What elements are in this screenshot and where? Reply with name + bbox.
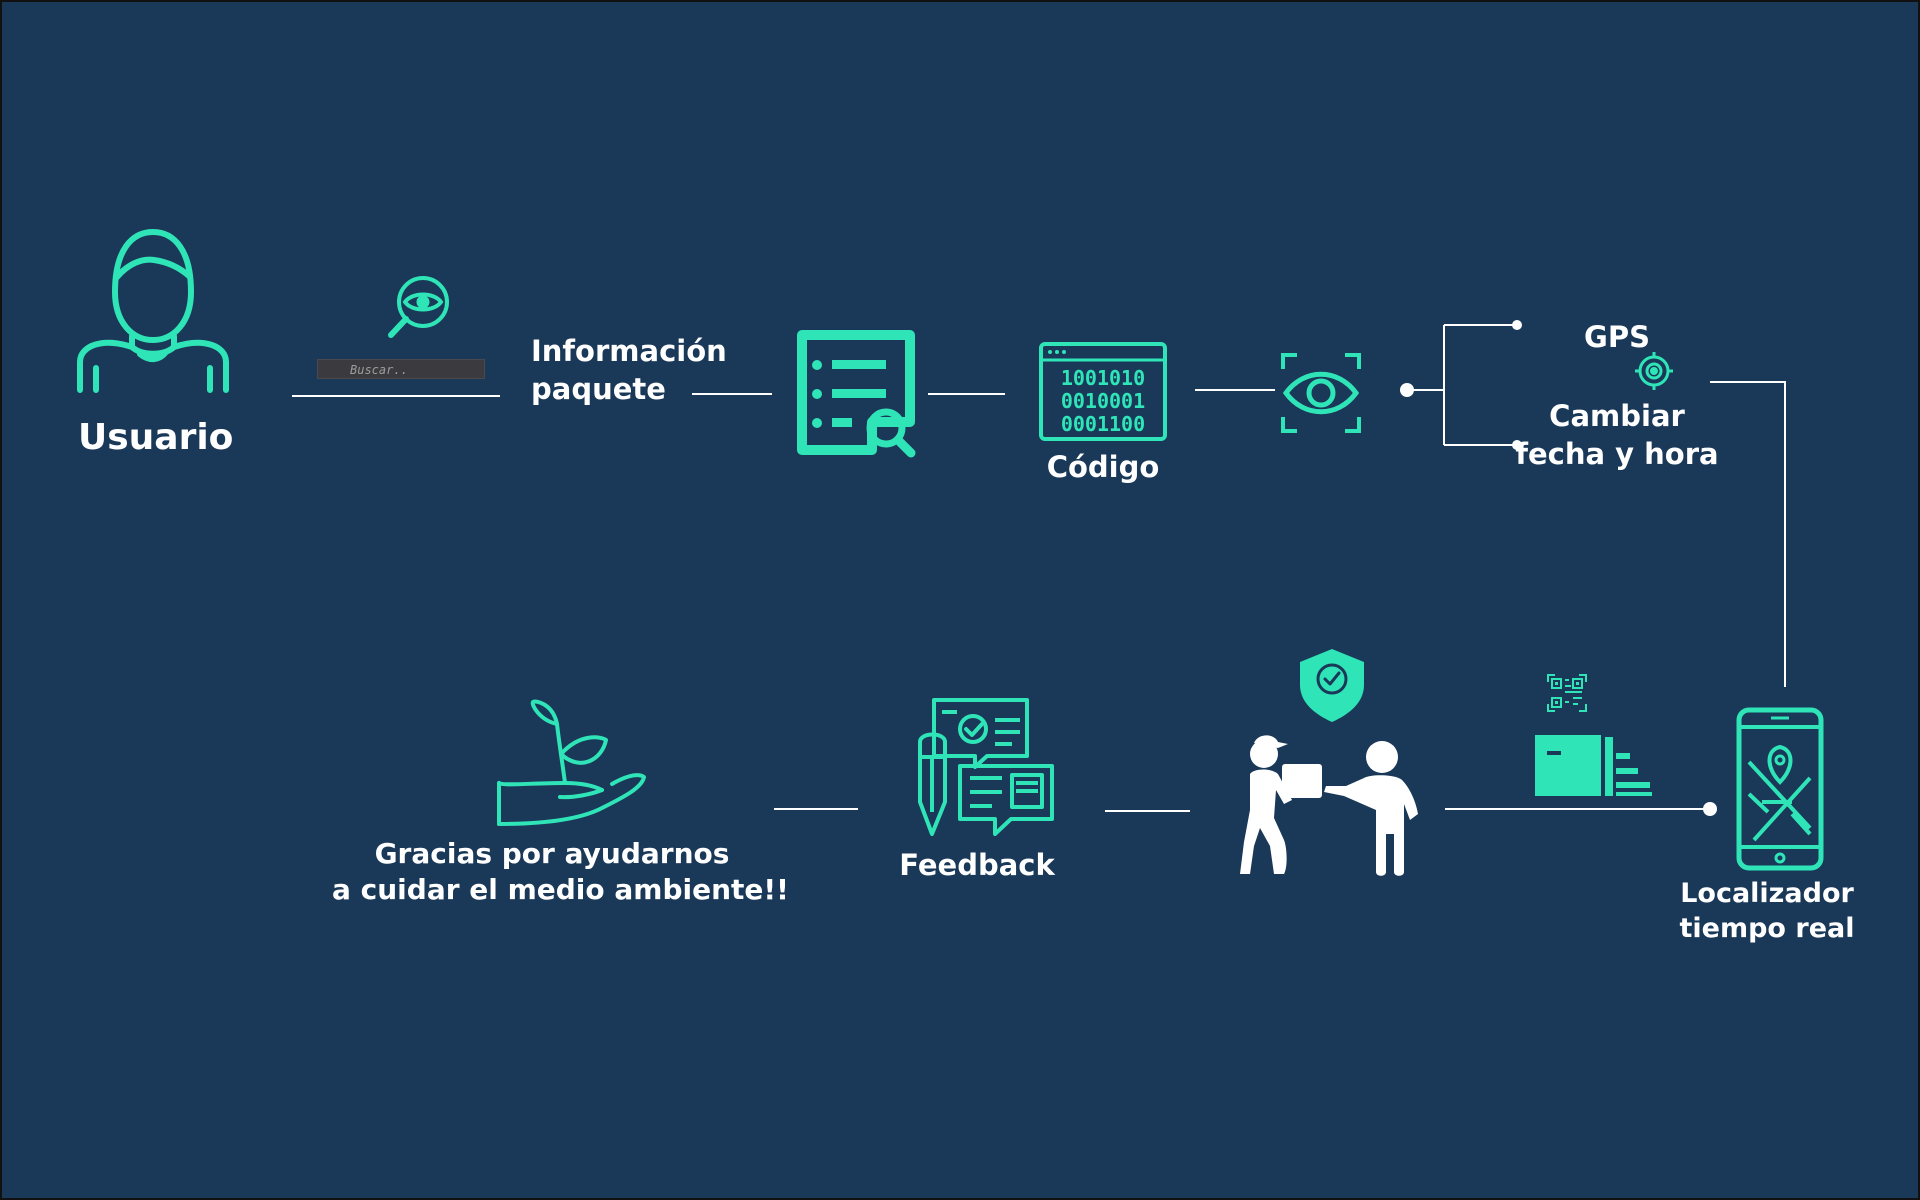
label-line: Cambiar	[1549, 399, 1685, 433]
feedback-chat-icon	[918, 698, 1054, 836]
phone-map-icon	[1736, 707, 1824, 871]
label-line: a cuidar el medio ambiente!!	[332, 873, 789, 907]
shield-check-icon	[1300, 649, 1364, 722]
node-label-gracias: Gracias por ayudarnos a cuidar el medio …	[332, 836, 789, 909]
node-label-codigo: Código	[1046, 450, 1160, 484]
binary-row: 0010001	[1061, 389, 1145, 413]
document-search-icon	[797, 330, 916, 458]
node-label-cambiar-fecha: Cambiar fecha y hora	[1507, 398, 1727, 473]
node-label-usuario: Usuario	[78, 417, 234, 458]
binary-code-window-icon: 1001010 0010001 0001100	[1039, 342, 1167, 441]
dot-localizador	[1703, 802, 1717, 816]
line-gps-to-localizador	[1710, 381, 1786, 687]
binary-row: 0001100	[1061, 412, 1145, 436]
dot-branch-origin	[1400, 383, 1414, 397]
connector-lines	[292, 324, 1786, 812]
connector-dots	[1400, 320, 1717, 816]
label-line: Localizador	[1680, 878, 1854, 909]
binary-row: 1001010	[1061, 366, 1145, 390]
qr-code-icon	[1547, 674, 1587, 712]
dot-branch-top	[1512, 320, 1522, 330]
package-handover-icon	[1240, 735, 1418, 876]
search-eye-icon	[388, 276, 449, 338]
plant-in-hand-icon	[497, 699, 646, 826]
label-line: Gracias por ayudarnos	[374, 837, 730, 870]
node-label-feedback: Feedback	[899, 848, 1055, 882]
label-line: Información	[531, 334, 727, 368]
node-label-informacion: Información paquete	[531, 333, 727, 408]
user-outline-icon	[77, 229, 229, 393]
label-line: paquete	[531, 371, 666, 406]
fast-delivery-box-icon	[1535, 735, 1652, 796]
label-line: tiempo real	[1679, 913, 1855, 945]
label-line: fecha y hora	[1515, 436, 1719, 471]
search-input[interactable]: Buscar..	[317, 359, 485, 379]
node-label-localizador: Localizador tiempo real	[1662, 876, 1872, 946]
node-label-gps: GPS	[1584, 320, 1650, 354]
gps-target-icon	[1635, 352, 1673, 390]
eye-scan-icon	[1281, 353, 1361, 433]
dot-branch-bottom	[1512, 440, 1522, 450]
